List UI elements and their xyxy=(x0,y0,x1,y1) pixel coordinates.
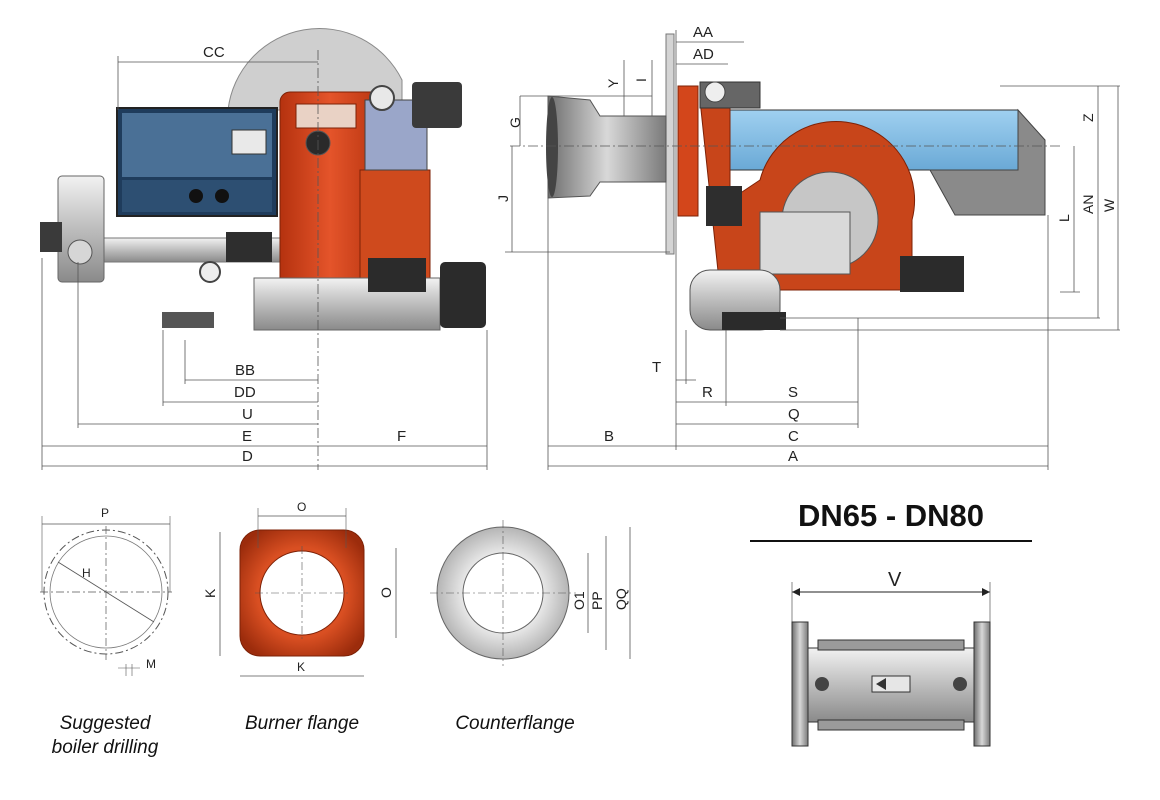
caption-boiler-drilling: Suggested boiler drilling xyxy=(30,712,180,760)
dim-label-c: C xyxy=(788,428,799,445)
dim-label-e: E xyxy=(242,428,252,445)
dim-label-o-side: O xyxy=(378,587,394,598)
dim-label-i: I xyxy=(633,78,649,82)
dim-label-h: H xyxy=(82,566,91,580)
valve-size-title: DN65 - DN80 xyxy=(797,498,985,533)
caption-counterflange: Counterflange xyxy=(455,713,575,734)
dim-label-g: G xyxy=(507,117,523,128)
dim-label-qq: QQ xyxy=(613,588,629,610)
dim-label-a: A xyxy=(788,448,798,465)
valve-diagram xyxy=(791,582,991,747)
counterflange-diagram xyxy=(430,520,631,666)
dim-label-t: T xyxy=(652,359,661,376)
dim-label-v: V xyxy=(888,569,902,591)
dim-label-q: Q xyxy=(788,406,800,423)
valve-title-underline xyxy=(750,540,1032,542)
dim-label-k-side: K xyxy=(202,588,218,598)
dim-label-k-bottom: K xyxy=(297,660,305,674)
front-view-dimension-lines xyxy=(41,50,488,470)
burner-front-view xyxy=(40,28,486,331)
dim-label-an: AN xyxy=(1080,195,1096,214)
dim-label-w: W xyxy=(1101,198,1117,212)
dim-label-y: Y xyxy=(605,78,621,88)
caption-boiler-line1: Suggested xyxy=(59,713,151,734)
dim-label-bb: BB xyxy=(235,362,255,379)
dim-label-d: D xyxy=(242,448,253,465)
dim-label-r: R xyxy=(702,384,713,401)
dim-label-ad: AD xyxy=(693,46,714,63)
dim-label-cc: CC xyxy=(203,44,225,61)
dim-label-s: S xyxy=(788,384,798,401)
boiler-drilling-diagram xyxy=(40,516,172,676)
burner-flange-diagram xyxy=(219,508,397,677)
dim-label-b: B xyxy=(604,428,614,445)
burner-side-view xyxy=(546,33,1046,331)
dim-label-o1: O1 xyxy=(571,591,587,610)
dim-label-o-top: O xyxy=(297,500,306,514)
dim-label-dd: DD xyxy=(234,384,256,401)
dim-label-pp: PP xyxy=(589,591,605,610)
caption-burner-flange: Burner flange xyxy=(244,713,360,734)
dim-label-u: U xyxy=(242,406,253,423)
side-view-dimension-lines xyxy=(505,30,1120,470)
dim-label-f: F xyxy=(397,428,406,445)
dim-label-l: L xyxy=(1056,214,1072,222)
caption-boiler-line2: boiler drilling xyxy=(51,737,159,758)
dim-label-aa: AA xyxy=(693,24,713,41)
dim-label-z: Z xyxy=(1080,113,1096,122)
dim-label-p: P xyxy=(101,506,109,520)
dim-label-m: M xyxy=(146,657,156,671)
dim-label-j: J xyxy=(495,195,511,202)
